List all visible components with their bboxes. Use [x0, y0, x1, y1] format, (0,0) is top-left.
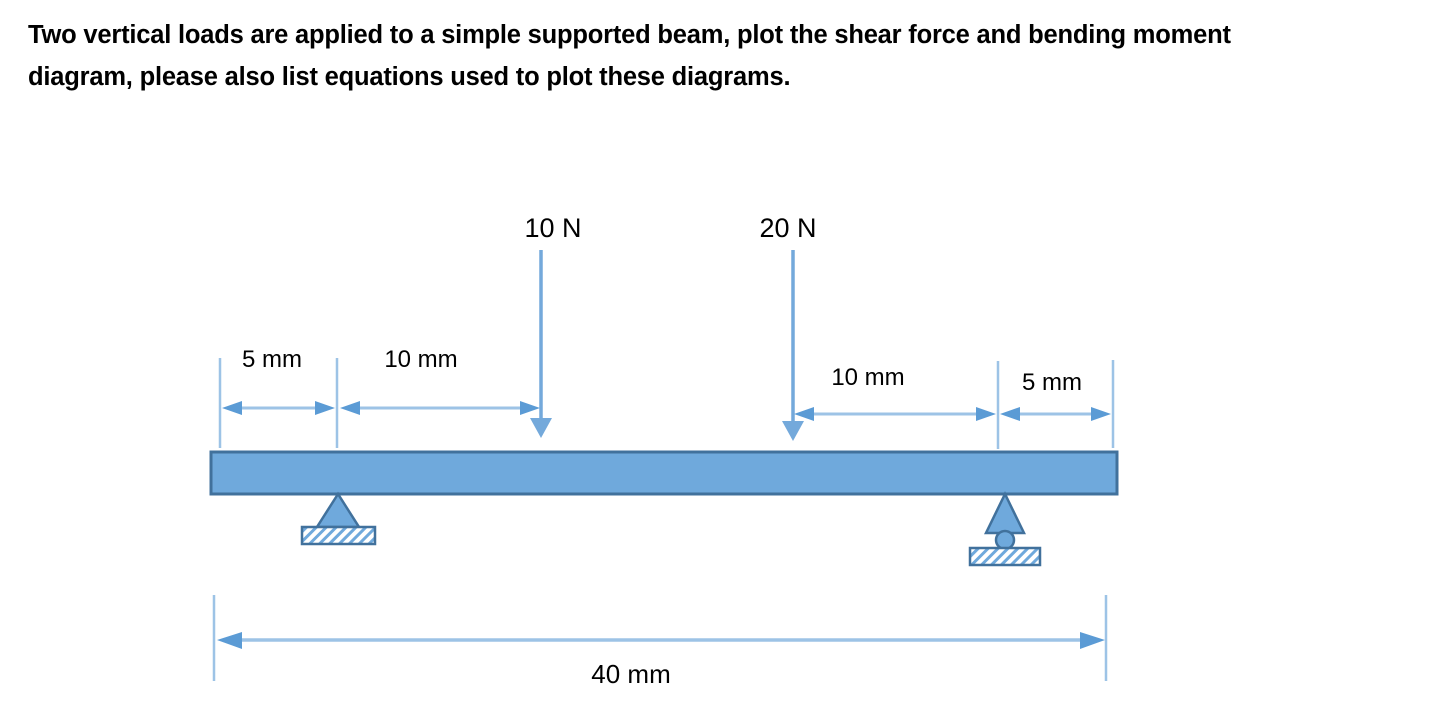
- load-arrow-left: 10 N: [524, 213, 582, 438]
- problem-statement-line2: diagram, please also list equations used…: [28, 63, 791, 91]
- left-arrow-icon: [340, 401, 360, 415]
- problem-statement-line1: Two vertical loads are applied to a simp…: [28, 21, 1231, 49]
- right-support: [968, 491, 1042, 567]
- dim-label-right-10mm: 10 mm: [831, 364, 904, 391]
- dimension-left-10mm: 10 mm: [340, 346, 540, 415]
- right-arrow-icon: [520, 401, 540, 415]
- right-arrow-icon: [976, 407, 996, 421]
- load-label-left: 10 N: [524, 213, 581, 243]
- left-support-ground: [300, 525, 377, 546]
- load-arrow-right: 20 N: [759, 213, 817, 441]
- dim-label-total-40mm: 40 mm: [591, 659, 670, 689]
- dimension-right-10mm: 10 mm: [794, 364, 996, 421]
- load-label-right: 20 N: [759, 213, 816, 243]
- left-arrow-icon: [222, 401, 242, 415]
- right-support-triangle: [984, 491, 1026, 535]
- left-arrow-icon: [1000, 407, 1020, 421]
- right-support-roller: [994, 529, 1016, 551]
- down-arrow-icon: [530, 418, 552, 438]
- problem-statement: Two vertical loads are applied to a simp…: [28, 14, 1424, 98]
- beam: [209, 450, 1119, 496]
- dim-label-right-5mm: 5 mm: [1022, 369, 1082, 396]
- dimension-left-5mm: 5 mm: [222, 346, 335, 415]
- left-support-triangle: [314, 491, 362, 529]
- right-arrow-icon: [1091, 407, 1111, 421]
- down-arrow-icon: [782, 421, 804, 441]
- dim-label-left-10mm: 10 mm: [384, 346, 457, 373]
- left-arrow-icon: [794, 407, 814, 421]
- right-arrow-icon: [315, 401, 335, 415]
- left-support: [300, 491, 377, 546]
- dimension-right-5mm: 5 mm: [1000, 369, 1111, 421]
- right-support-ground: [968, 546, 1042, 567]
- right-arrow-icon: [1080, 632, 1105, 649]
- left-arrow-icon: [217, 632, 242, 649]
- dim-label-left-5mm: 5 mm: [242, 346, 302, 373]
- dimension-total-40mm: 40 mm: [217, 632, 1105, 689]
